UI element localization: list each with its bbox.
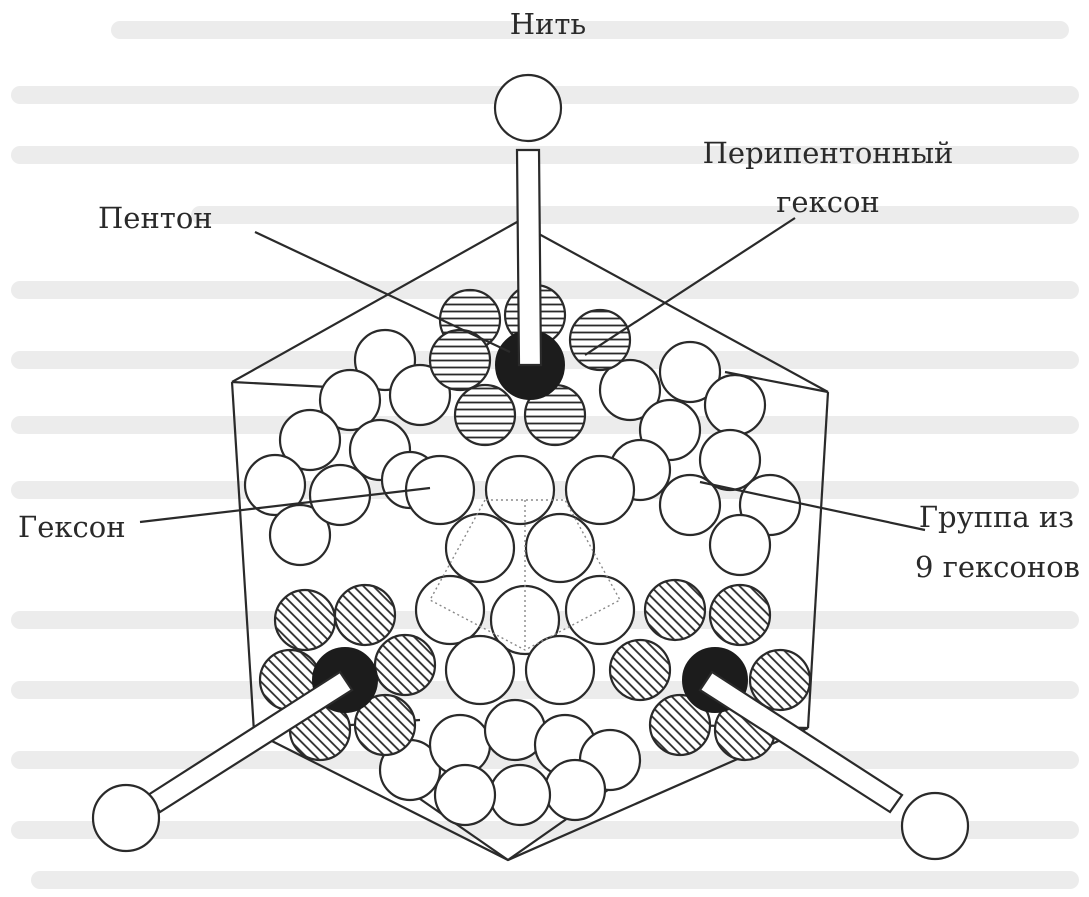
label-peripenton-hexon-line2: гексон: [776, 185, 880, 219]
hexon-group-cloud-right: [600, 342, 800, 575]
label-hexon: Гексон: [18, 510, 126, 544]
fiber-knob-right: [902, 793, 968, 859]
label-fiber: Нить: [510, 7, 586, 41]
central-face-hexons: [406, 456, 634, 704]
label-group-of-nine-line2: 9 гексонов: [915, 550, 1080, 584]
fiber-knob-left: [93, 785, 159, 851]
label-group-of-nine-line1: Группа из: [919, 500, 1074, 534]
fiber-knob-top: [495, 75, 561, 141]
label-peripenton-hexon-line1: Перипентонный: [703, 136, 954, 170]
label-penton: Пентон: [98, 201, 213, 235]
